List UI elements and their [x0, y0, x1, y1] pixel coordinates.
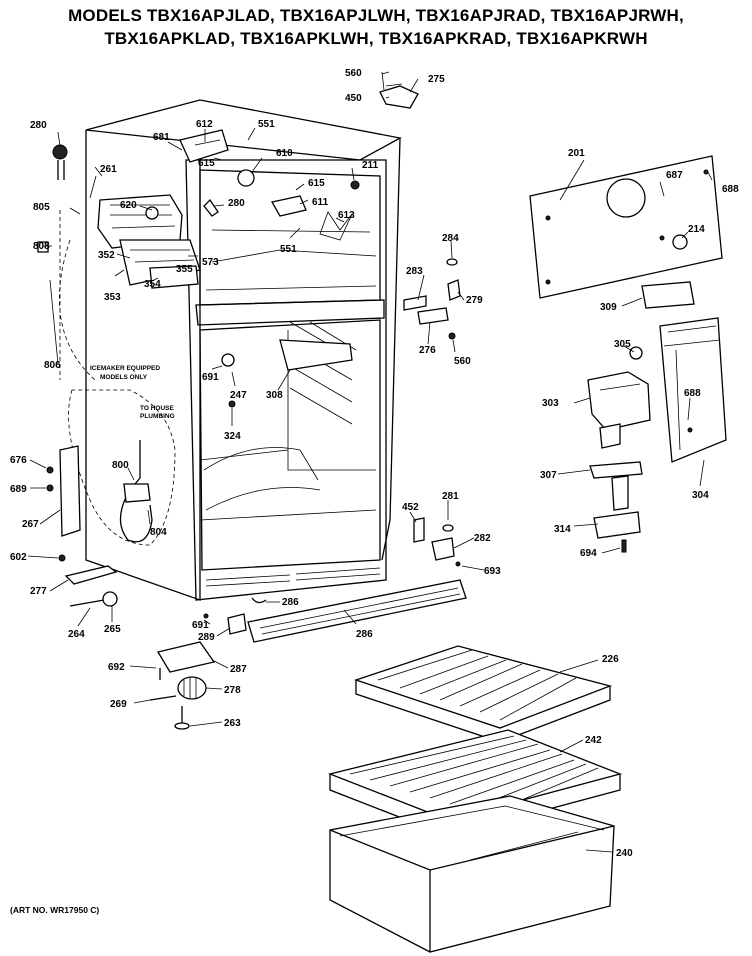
- part-label: 304: [692, 490, 709, 501]
- part-label: 353: [104, 292, 121, 303]
- part-label: 308: [266, 390, 283, 401]
- part-label: 615: [308, 178, 325, 189]
- part-label: 286: [356, 629, 373, 640]
- part-label: 573: [202, 257, 219, 268]
- part-label: 688: [722, 184, 739, 195]
- part-label: 309: [600, 302, 617, 313]
- part-label: 247: [230, 390, 247, 401]
- part-label: 694: [580, 548, 597, 559]
- part-label: 800: [112, 460, 129, 471]
- part-label: 691: [202, 372, 219, 383]
- part-label: 305: [614, 339, 631, 350]
- icemaker-note-line-1: ICEMAKER EQUIPPED: [90, 365, 160, 372]
- part-label: 615: [198, 158, 215, 169]
- part-label: 691: [192, 620, 209, 631]
- part-label: 612: [196, 119, 213, 130]
- models-title-line-1: MODELS TBX16APJLAD, TBX16APJLWH, TBX16AP…: [68, 6, 684, 25]
- part-label: 261: [100, 164, 117, 175]
- dispenser-housing: [659, 317, 727, 463]
- part-275-shape: [379, 85, 419, 109]
- part-label: 275: [428, 74, 445, 85]
- part-labels: 560 275 450 280 681 612 551 615 610 261 …: [10, 68, 739, 859]
- part-label: 269: [110, 699, 127, 710]
- part-label: 264: [68, 629, 85, 640]
- part-label: 201: [568, 148, 585, 159]
- part-label: 611: [312, 197, 329, 208]
- part-label: 610: [276, 148, 293, 159]
- part-label: 354: [144, 279, 161, 290]
- part-label: 805: [33, 202, 50, 213]
- part-label: 804: [150, 527, 167, 538]
- art-number: (ART NO. WR17950 C): [10, 905, 100, 915]
- house-plumbing-note-line-1: TO HOUSE: [140, 405, 174, 412]
- icemaker-assembly: [97, 194, 201, 289]
- part-label: 687: [666, 170, 683, 181]
- part-label: 287: [230, 664, 247, 675]
- part-label: 314: [554, 524, 571, 535]
- part-label: 279: [466, 295, 483, 306]
- part-label: 352: [98, 250, 115, 261]
- part-label: 692: [108, 662, 125, 673]
- part-label: 286: [282, 597, 299, 608]
- part-label: 620: [120, 200, 137, 211]
- part-label: 689: [10, 484, 27, 495]
- house-plumbing-note-line-2: PLUMBING: [140, 413, 175, 420]
- part-label: 450: [345, 93, 362, 104]
- part-label: 324: [224, 431, 241, 442]
- part-label: 267: [22, 519, 39, 530]
- icemaker-note-line-2: MODELS ONLY: [100, 374, 148, 381]
- part-label: 676: [10, 455, 27, 466]
- part-label: 452: [402, 502, 419, 513]
- part-label: 681: [153, 132, 170, 143]
- part-label: 265: [104, 624, 121, 635]
- part-label: 240: [616, 848, 633, 859]
- part-label: 211: [362, 160, 379, 171]
- part-label: 602: [10, 552, 27, 563]
- part-label: 355: [176, 264, 193, 275]
- part-label: 806: [44, 360, 61, 371]
- part-label: 283: [406, 266, 423, 277]
- leader-lines: [27, 71, 713, 853]
- part-label: 263: [224, 718, 241, 729]
- part-label: 560: [454, 356, 471, 367]
- part-label: 289: [198, 632, 215, 643]
- part-label: 280: [30, 120, 47, 131]
- part-label: 303: [542, 398, 559, 409]
- part-label: 613: [338, 210, 355, 221]
- part-label: 280: [228, 198, 245, 209]
- crisper-drawer: [329, 795, 615, 953]
- part-label: 560: [345, 68, 362, 79]
- part-label: 281: [442, 491, 459, 502]
- part-label: 277: [30, 586, 47, 597]
- back-panel: [529, 155, 723, 309]
- part-label: 307: [540, 470, 557, 481]
- part-label: 808: [33, 241, 50, 252]
- part-label: 278: [224, 685, 241, 696]
- part-label: 226: [602, 654, 619, 665]
- models-title-line-2: TBX16APKLAD, TBX16APKLWH, TBX16APKRAD, T…: [104, 29, 648, 48]
- part-label: 551: [280, 244, 297, 255]
- part-label: 242: [585, 735, 602, 746]
- part-label: 688: [684, 388, 701, 399]
- part-label: 551: [258, 119, 275, 130]
- part-label: 214: [688, 224, 705, 235]
- part-label: 276: [419, 345, 436, 356]
- part-label: 284: [442, 233, 459, 244]
- part-label: 693: [484, 566, 501, 577]
- part-label: 282: [474, 533, 491, 544]
- wire-shelf: [353, 645, 613, 743]
